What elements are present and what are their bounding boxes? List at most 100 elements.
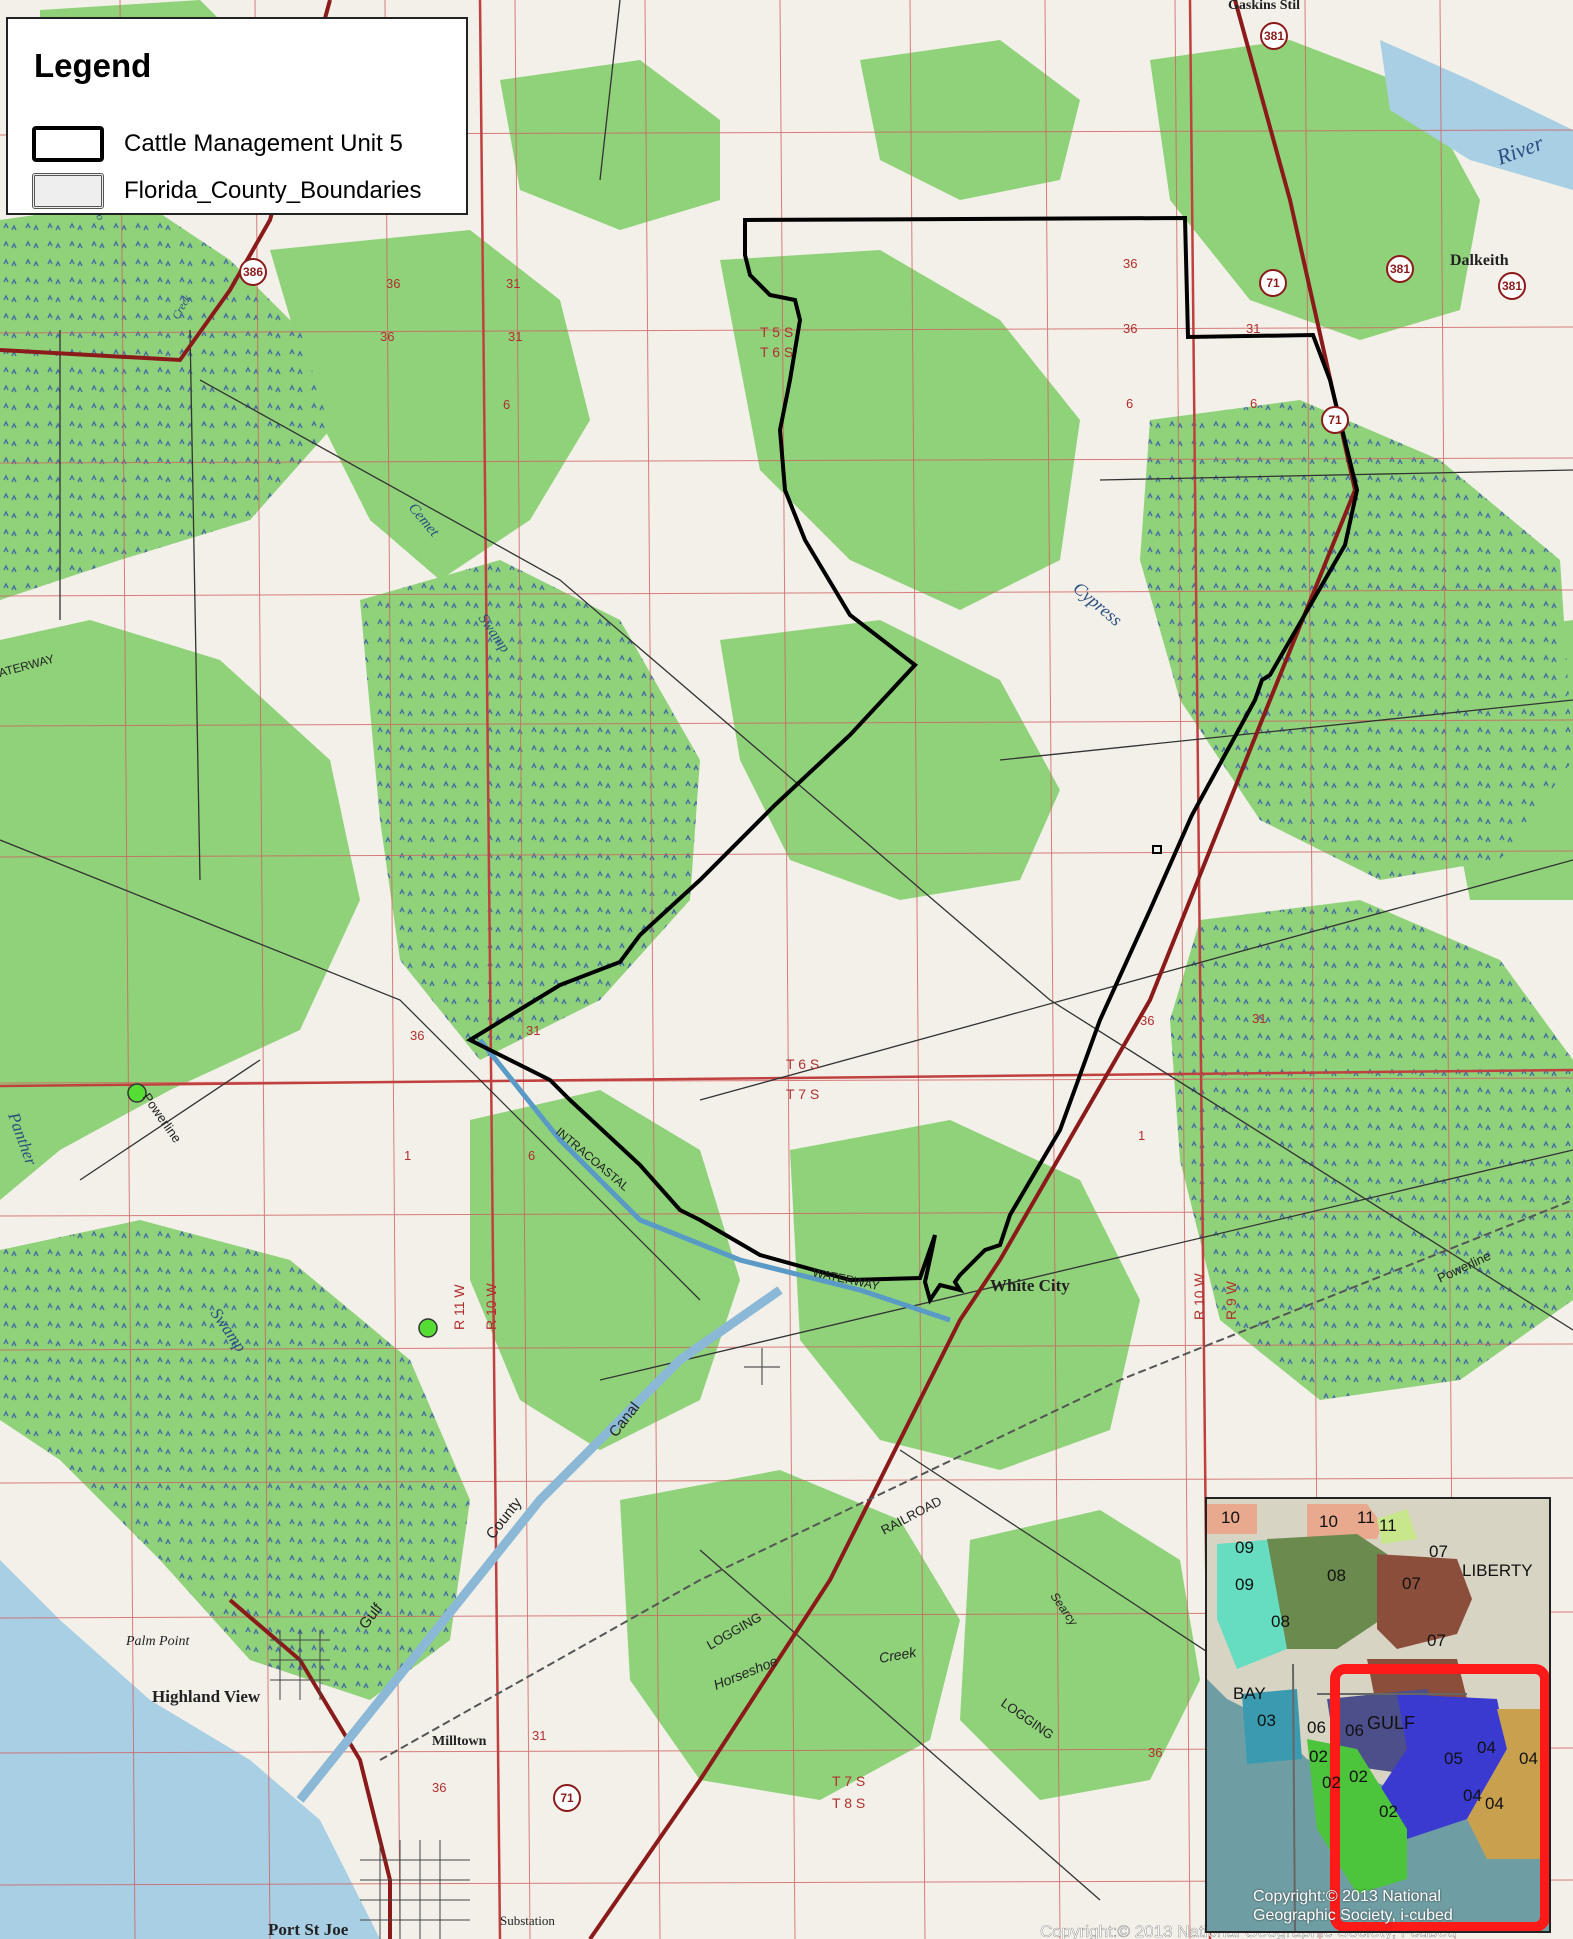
section-number: 6 xyxy=(1126,396,1133,411)
grid-label-range: R 9 W xyxy=(1223,1280,1239,1320)
inset-unit-label: 05 xyxy=(1444,1749,1463,1768)
inset-unit-label: 02 xyxy=(1379,1802,1398,1821)
inset-unit-03 xyxy=(1242,1689,1302,1764)
inset-locator-map[interactable]: BAY LIBERTY GULF 10 10 11 11 09 09 08 08… xyxy=(1205,1497,1551,1933)
inset-unit-label: 04 xyxy=(1463,1786,1482,1805)
section-number: 36 xyxy=(1123,321,1137,336)
inset-unit-label: 04 xyxy=(1477,1738,1496,1757)
town-grid-port-st-joe xyxy=(360,1840,470,1939)
bay-water xyxy=(0,1560,380,1939)
gulf-county-canal xyxy=(296,1286,783,1803)
inset-unit-07 xyxy=(1377,1554,1472,1649)
inset-unit-label: 09 xyxy=(1235,1538,1254,1557)
legend-item-label: Florida_County_Boundaries xyxy=(124,177,422,204)
inset-county-label-bay: BAY xyxy=(1233,1684,1266,1703)
grid-label-township: T 5 S xyxy=(760,324,793,340)
place-label-milltown: Milltown xyxy=(432,1734,487,1749)
section-number: 31 xyxy=(1246,321,1260,336)
inset-county-label-liberty: LIBERTY xyxy=(1462,1561,1533,1580)
route-shield-label: 71 xyxy=(1328,413,1342,427)
legend-title: Legend xyxy=(34,47,152,84)
place-label-port-st-joe: Port St Joe xyxy=(268,1920,349,1939)
inset-county-boundary xyxy=(1292,1663,1296,1931)
grid-label-range: R 10 W xyxy=(483,1283,499,1330)
route-shield-label: 386 xyxy=(243,265,263,279)
grid-label-range: R 10 W xyxy=(1191,1273,1207,1320)
inset-copyright: Copyright:© 2013 National Geographic Soc… xyxy=(1253,1888,1453,1924)
railroad xyxy=(379,1199,1573,1761)
feature-label-creek: Creek xyxy=(878,1644,919,1666)
point-marker xyxy=(418,1318,438,1338)
survey-cross xyxy=(744,1348,780,1385)
river-water xyxy=(1380,40,1573,190)
place-label-gaskins: Gaskins Stil xyxy=(1228,0,1300,13)
inset-unit-label: 10 xyxy=(1221,1508,1240,1527)
section-number: 31 xyxy=(532,1728,546,1743)
intracoastal-waterway xyxy=(478,1038,951,1323)
town-grid-highland-view xyxy=(270,1630,330,1700)
place-label-substation: Substation xyxy=(500,1913,555,1928)
legend-swatch-cmu xyxy=(32,126,104,162)
route-shields: 381 386 71 381 381 71 71 xyxy=(239,22,1526,1812)
route-shield-label: 381 xyxy=(1502,279,1522,293)
inset-unit-label: 10 xyxy=(1319,1512,1338,1531)
section-number: 36 xyxy=(380,329,394,344)
section-number: 1 xyxy=(1138,1128,1145,1143)
section-number: 6 xyxy=(528,1148,535,1163)
inset-unit-11 xyxy=(1377,1509,1417,1544)
inset-unit-label: 07 xyxy=(1402,1574,1421,1593)
inset-unit-label: 09 xyxy=(1235,1575,1254,1594)
inset-map-graphic: BAY LIBERTY GULF 10 10 11 11 09 09 08 08… xyxy=(1207,1499,1549,1931)
cattle-management-unit-5-boundary xyxy=(465,215,1360,1305)
section-number: 6 xyxy=(1250,396,1257,411)
inset-unit-10 xyxy=(1307,1504,1382,1539)
section-number: 36 xyxy=(410,1028,424,1043)
grid-label-township: T 7 S xyxy=(786,1086,819,1102)
legend-item-label: Cattle Management Unit 5 xyxy=(124,130,403,157)
inset-unit-label: 02 xyxy=(1349,1767,1368,1786)
inset-unit-label: 06 xyxy=(1345,1721,1364,1740)
inset-unit-05 xyxy=(1367,1694,1507,1839)
grid-label-township: T 7 S xyxy=(832,1773,865,1789)
grid-label-range: R 11 W xyxy=(451,1284,467,1330)
grid-label-township: T 6 S xyxy=(786,1056,819,1072)
point-marker xyxy=(127,1083,147,1103)
route-shield-label: 71 xyxy=(1266,276,1280,290)
inset-unit-label: 04 xyxy=(1519,1749,1538,1768)
route-shield-label: 381 xyxy=(1264,29,1284,43)
grid-label-township: T 6 S xyxy=(760,344,793,360)
section-number: 36 xyxy=(1148,1745,1162,1760)
section-number: 36 xyxy=(1140,1013,1154,1028)
inset-unit-label: 07 xyxy=(1429,1542,1448,1561)
inset-unit-label: 06 xyxy=(1307,1718,1326,1737)
inset-county-label-gulf: GULF xyxy=(1367,1713,1415,1733)
place-label-dalkeith: Dalkeith xyxy=(1450,252,1509,269)
inset-unit-label: 03 xyxy=(1257,1711,1276,1730)
route-shield-label: 71 xyxy=(560,1791,574,1805)
place-label-white-city: White City xyxy=(990,1276,1070,1295)
section-number: 36 xyxy=(1123,256,1137,271)
inset-unit-08 xyxy=(1267,1534,1387,1649)
section-number: 6 xyxy=(503,397,510,412)
small-parcel-outline xyxy=(1152,845,1162,854)
section-number: 1 xyxy=(404,1148,411,1163)
legend-panel: Legend Cattle Management Unit 5 Florida_… xyxy=(6,17,468,215)
inset-unit-label: 02 xyxy=(1322,1773,1341,1792)
inset-unit-04 xyxy=(1467,1709,1549,1859)
grid-label-township: T 8 S xyxy=(832,1795,865,1811)
inset-unit-label: 08 xyxy=(1327,1566,1346,1585)
inset-unit-label: 02 xyxy=(1309,1747,1328,1766)
section-number: 31 xyxy=(506,276,520,291)
marsh-symbol-layer xyxy=(0,200,1573,1700)
inset-unit-label: 08 xyxy=(1271,1612,1290,1631)
section-number: 36 xyxy=(386,276,400,291)
route-shield-label: 381 xyxy=(1390,262,1410,276)
legend-swatch-county xyxy=(32,173,104,209)
section-number: 31 xyxy=(526,1023,540,1038)
section-number: 31 xyxy=(1252,1011,1266,1026)
section-number: 36 xyxy=(432,1780,446,1795)
